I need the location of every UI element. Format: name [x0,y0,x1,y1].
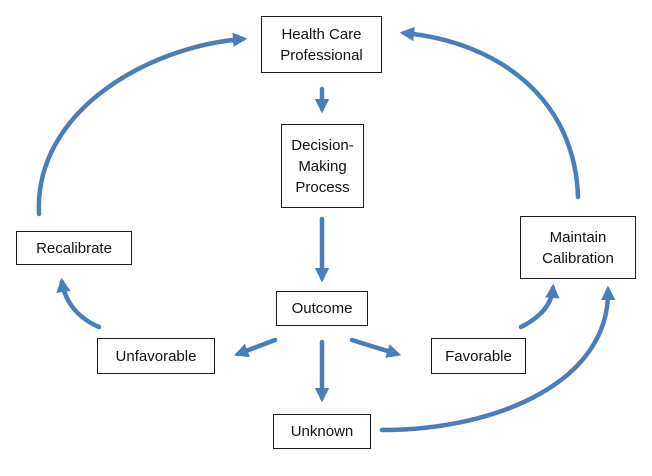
unfavorable-box: Unfavorable [97,338,215,374]
maintain-calibration-line-1: Maintain [549,228,607,246]
arrow-unknown-to-maintain [379,285,616,433]
arrow-outcome-to-favorable [349,337,402,358]
outcome-label: Outcome [291,300,353,317]
decision-making-process-line-3: Process [295,178,350,196]
health-care-professional-line-1: Health Care [281,25,362,43]
arrow-maintain-to-hcp [399,26,581,200]
arrow-favorable-to-maintain [518,283,560,330]
unknown-box: Unknown [273,414,371,449]
health-care-professional-box: Health Care Professional [261,16,382,73]
unfavorable-label: Unfavorable [115,347,197,365]
maintain-calibration-line-2: Calibration [542,249,614,267]
arrow-outcome-to-unfavorable [233,337,278,358]
maintain-calibration-box: Maintain Calibration [520,216,636,279]
favorable-label: Favorable [445,347,512,365]
recalibrate-box: Recalibrate [16,231,132,265]
arrow-unfavorable-to-recalibrate [56,277,102,330]
recalibrate-label: Recalibrate [36,239,112,257]
unknown-label: Unknown [290,423,354,440]
decision-making-process-box: Decision- Making Process [281,124,364,208]
favorable-box: Favorable [431,338,526,374]
arrow-recalibrate-to-hcp [36,32,248,217]
health-care-professional-line-2: Professional [280,46,363,64]
decision-making-process-line-2: Making [298,157,347,175]
outcome-box: Outcome [276,291,368,326]
decision-making-process-line-1: Decision- [291,136,354,154]
